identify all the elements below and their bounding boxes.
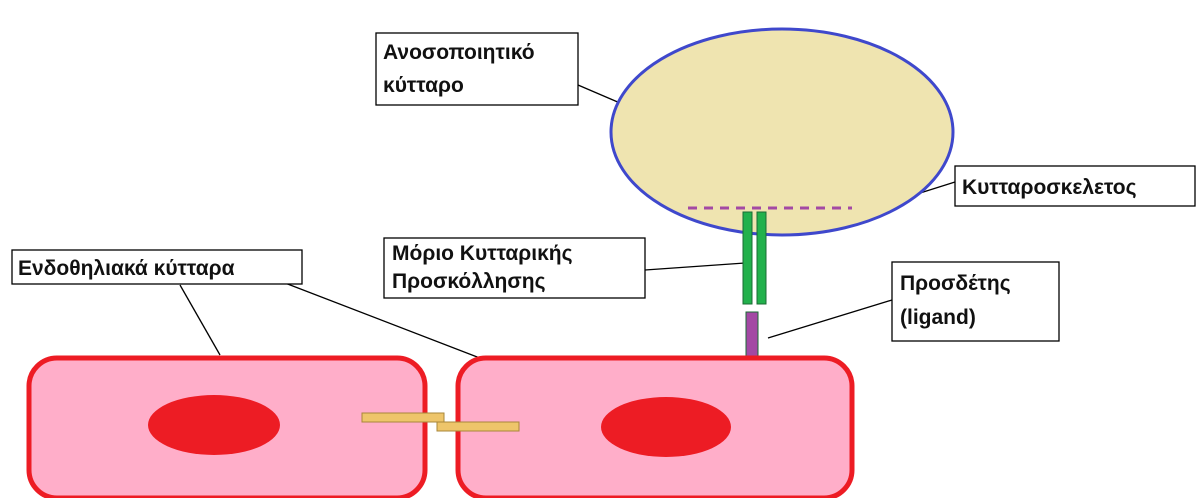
- immune-cell-leader: [578, 85, 620, 103]
- adhesion-molecule-label: Μόριο Κυτταρικής Προσκόλλησης: [384, 238, 645, 298]
- cytoskeleton-label: Κυτταροσκελετος: [955, 166, 1195, 206]
- adhesion-molecule-leader: [645, 263, 745, 270]
- endothelial-leader-left: [180, 285, 220, 355]
- immune-cell-label-line-1: Ανοσοποιητικό: [383, 41, 535, 64]
- adhesion-molecule-bar-right: [757, 212, 766, 304]
- junction-bar-upper: [362, 413, 444, 422]
- endothelial-cells-label-text: Ενδοθηλιακά κύτταρα: [18, 257, 235, 280]
- adhesion-molecule-label-line-2: Προσκόλλησης: [392, 270, 546, 293]
- ligand-label: Προσδέτης (ligand): [892, 262, 1059, 341]
- immune-cell-label: Ανοσοποιητικό κύτταρο: [376, 33, 578, 105]
- adhesion-molecule-bar-left: [743, 212, 752, 304]
- junction-bar-lower: [437, 422, 519, 431]
- immune-cell-label-line-2: κύτταρο: [383, 74, 464, 97]
- adhesion-molecule-label-line-1: Μόριο Κυτταρικής: [392, 242, 573, 265]
- endothelial-cells-label: Ενδοθηλιακά κύτταρα: [12, 250, 302, 284]
- nucleus-right: [601, 397, 731, 457]
- cytoskeleton-label-text: Κυτταροσκελετος: [962, 176, 1137, 199]
- ligand-leader: [768, 300, 892, 338]
- immune-cell: [611, 29, 953, 235]
- nucleus-left: [148, 395, 280, 455]
- ligand-label-line-2: (ligand): [900, 306, 976, 329]
- ligand-label-line-1: Προσδέτης: [900, 272, 1011, 295]
